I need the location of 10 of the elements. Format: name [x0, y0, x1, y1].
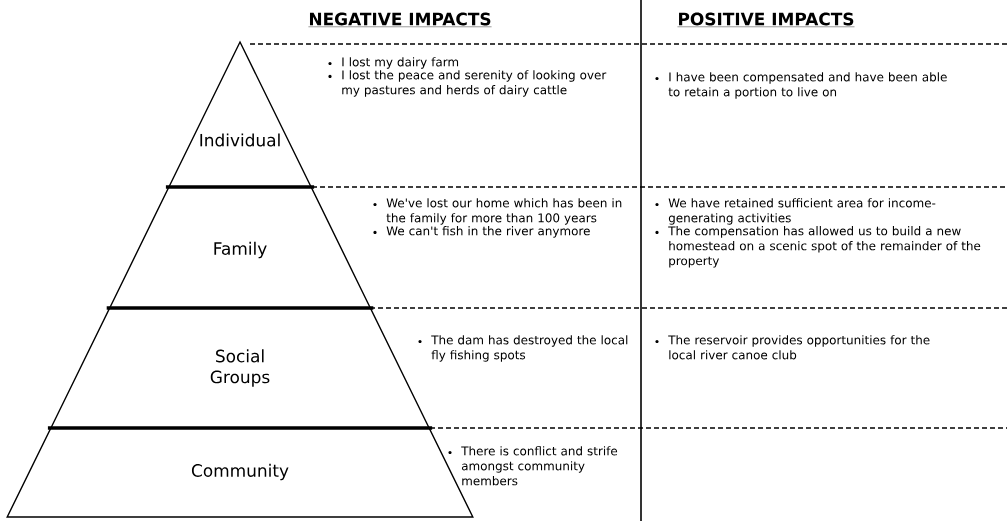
bullet-item: The reservoir provides opportunities for the local river canoe club [655, 335, 930, 360]
bullet-item: We've lost our home which has been in the family for more than 100 years [373, 198, 622, 225]
bullet-item: We have retained sufficient area for income-generating activities [655, 198, 936, 225]
column-header: POSITIVE IMPACTS [677, 12, 855, 27]
bullet-item: I lost my dairy farm [328, 57, 459, 69]
bullet-item: We can't fish in the river anymore [373, 226, 590, 238]
bullet-item: I have been compensated and have been able to retain a portion to live on [655, 72, 947, 99]
column-header: NEGATIVE IMPACTS [308, 12, 492, 27]
bullet-item: The compensation has allowed us to build a new homestead on a scenic spot of the remainder of the property [655, 226, 981, 268]
bullet-item: I lost the peace and serenity of looking over my pastures and herds of dairy cattle [328, 70, 607, 97]
